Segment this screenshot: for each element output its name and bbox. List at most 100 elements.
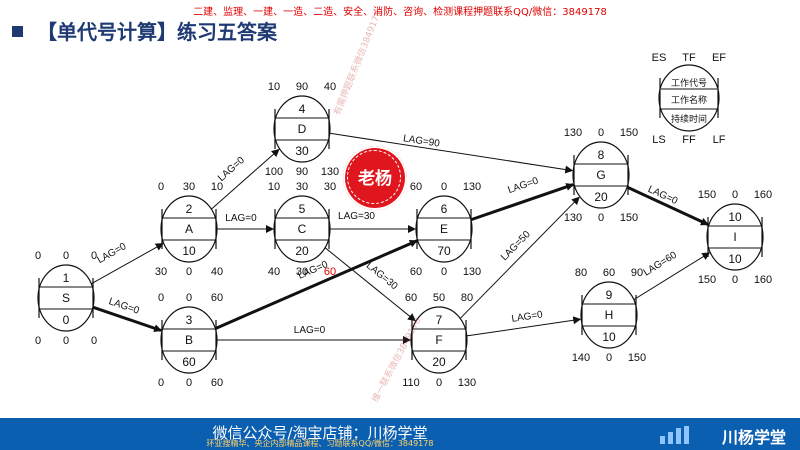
node-ef: 60 bbox=[211, 292, 223, 304]
legend-es: ES bbox=[652, 52, 667, 64]
title-bullet-icon bbox=[12, 26, 23, 37]
node-tf: 30 bbox=[296, 181, 308, 193]
node-name: A bbox=[185, 222, 193, 236]
seal-stamp: 老杨 bbox=[343, 146, 407, 210]
lag-label-n9-n10: LAG=60 bbox=[642, 250, 680, 279]
lag-label-n7-n8: LAG=50 bbox=[499, 229, 533, 263]
lag-label-n2-n5: LAG=0 bbox=[225, 213, 257, 224]
node-circle bbox=[37, 264, 95, 332]
node-es: 10 bbox=[268, 181, 280, 193]
node-circle bbox=[273, 95, 331, 163]
node-ff: 0 bbox=[441, 266, 447, 278]
node-code: 7 bbox=[436, 313, 443, 327]
node-es: 60 bbox=[410, 181, 422, 193]
node-code: 1 bbox=[63, 271, 70, 285]
node-code: 3 bbox=[186, 313, 193, 327]
node-tf: 0 bbox=[63, 250, 69, 262]
node-duration: 20 bbox=[295, 244, 309, 258]
node-code: 4 bbox=[299, 102, 306, 116]
node-code: 2 bbox=[186, 202, 193, 216]
node-circle bbox=[160, 195, 218, 263]
legend-ef: EF bbox=[712, 52, 726, 64]
node-ls: 150 bbox=[698, 274, 716, 286]
node-es: 10 bbox=[268, 81, 280, 93]
legend-code: 工作代号 bbox=[671, 77, 707, 88]
lag-label-n5-n7: LAG=30 bbox=[364, 260, 400, 292]
node-name: G bbox=[596, 168, 605, 182]
node-duration: 10 bbox=[602, 330, 616, 344]
node-name: I bbox=[733, 230, 736, 244]
node-circle bbox=[580, 281, 638, 349]
page-title-text: 【单代号计算】练习五答案 bbox=[37, 20, 277, 44]
lag-label-n2-n4: LAG=0 bbox=[216, 155, 247, 184]
node-duration: 30 bbox=[295, 144, 309, 158]
node-tf: 60 bbox=[603, 267, 615, 279]
node-lf: 130 bbox=[458, 377, 476, 389]
node-tf: 0 bbox=[732, 189, 738, 201]
node-circle bbox=[706, 203, 764, 271]
node-ff: 0 bbox=[598, 212, 604, 224]
edge-n7-n8 bbox=[459, 196, 580, 319]
node-lf: 130 bbox=[321, 166, 339, 178]
node-lf: 40 bbox=[211, 266, 223, 278]
footer-ad-text: 环亚搜精华、央企内部精品课程、习题联系QQ/微信：3849178 bbox=[206, 439, 434, 448]
node-ef: 80 bbox=[461, 292, 473, 304]
footer-bar: 微信公众号/淘宝店铺：川杨学堂 环亚搜精华、央企内部精品课程、习题联系QQ/微信… bbox=[0, 418, 800, 450]
edge-n3-n6 bbox=[214, 239, 418, 330]
node-circle bbox=[273, 195, 331, 263]
node-name: B bbox=[185, 333, 193, 347]
legend-lf: LF bbox=[713, 134, 726, 146]
node-ef: 30 bbox=[324, 181, 336, 193]
node-ls: 0 bbox=[35, 335, 41, 347]
node-ls: 40 bbox=[268, 266, 280, 278]
legend-ls: LS bbox=[652, 134, 665, 146]
edge-n1-n3 bbox=[92, 305, 163, 333]
node-lf: 150 bbox=[620, 212, 638, 224]
node-ef: 10 bbox=[211, 181, 223, 193]
node-duration: 0 bbox=[63, 313, 70, 327]
node-ff: 0 bbox=[436, 377, 442, 389]
footer-channel-text: 微信公众号/淘宝店铺：川杨学堂 bbox=[212, 424, 428, 442]
node-tf: 0 bbox=[598, 127, 604, 139]
node-name: D bbox=[298, 122, 307, 136]
node-ls: 0 bbox=[158, 377, 164, 389]
node-duration: 20 bbox=[432, 355, 446, 369]
lag-label-n6-n8: LAG=0 bbox=[507, 175, 541, 196]
node-ls: 140 bbox=[572, 352, 590, 364]
node-duration: 60 bbox=[182, 355, 196, 369]
edge-n6-n8 bbox=[470, 183, 575, 222]
edge-n5-n7 bbox=[324, 247, 416, 322]
node-es: 0 bbox=[158, 292, 164, 304]
node-duration: 10 bbox=[728, 252, 742, 266]
node-lf: 60 bbox=[211, 377, 223, 389]
node-es: 60 bbox=[405, 292, 417, 304]
lag-label-n1-n2: LAG=0 bbox=[95, 241, 128, 266]
node-name: E bbox=[440, 222, 448, 236]
node-ff: 0 bbox=[186, 266, 192, 278]
node-ff: 0 bbox=[63, 335, 69, 347]
legend-duration: 持续时间 bbox=[671, 113, 707, 124]
node-ef: 0 bbox=[91, 250, 97, 262]
node-ff: 0 bbox=[732, 274, 738, 286]
node-tf: 90 bbox=[296, 81, 308, 93]
node-lf: 60 bbox=[324, 266, 336, 278]
node-lf: 130 bbox=[463, 266, 481, 278]
node-name: C bbox=[298, 222, 307, 236]
node-ls: 100 bbox=[265, 166, 283, 178]
node-es: 0 bbox=[35, 250, 41, 262]
node-ef: 40 bbox=[324, 81, 336, 93]
edge-n4-n8 bbox=[329, 132, 574, 174]
node-ff: 90 bbox=[296, 166, 308, 178]
edge-n2-n4 bbox=[211, 148, 280, 210]
seal-ring bbox=[347, 150, 401, 204]
node-ls: 30 bbox=[155, 266, 167, 278]
seal-text: 老杨 bbox=[358, 169, 392, 189]
node-tf: 50 bbox=[433, 292, 445, 304]
edge-n7-n9 bbox=[466, 316, 582, 337]
edge-n9-n10 bbox=[633, 252, 711, 301]
